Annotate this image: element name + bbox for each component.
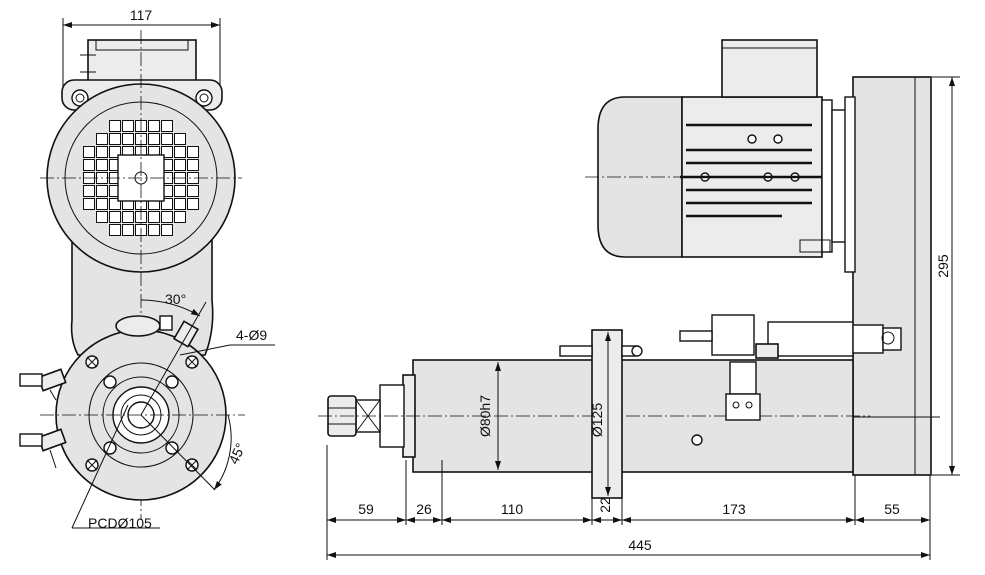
dim-segment-2: 26: [416, 501, 432, 517]
motor-fins: [686, 123, 812, 218]
dim-segment-4: 22: [597, 497, 613, 513]
side-view: 295: [318, 39, 960, 560]
dim-segment-6: 55: [884, 501, 900, 517]
holes-label: 4-Ø9: [236, 327, 267, 343]
dim-segment-3: 110: [501, 501, 524, 517]
total-length-dim: 445: [628, 537, 652, 553]
feed-cylinder: [767, 321, 854, 357]
dim-segment-1: 59: [358, 501, 374, 517]
angle-30-label: 30°: [165, 291, 186, 307]
bottom-dimensions: 59 26 110 22 173 55 445: [326, 445, 931, 560]
flange-diameter-label: Ø125: [589, 403, 605, 437]
spindle-diameter-label: Ø80h7: [477, 395, 493, 437]
gear-housing: [852, 76, 932, 476]
coolant-fittings: [19, 368, 67, 469]
motor-terminal-box-side: [721, 39, 818, 98]
flange-outer-holes: [85, 355, 199, 472]
dim-segment-5: 173: [722, 501, 746, 517]
front-width-dim: 117: [130, 7, 153, 23]
flange-bolt-holes: [103, 375, 179, 455]
angle-45-label: 45°: [225, 441, 248, 467]
front-view: 117: [19, 7, 275, 531]
height-dim: 295: [935, 254, 951, 278]
pcd-label: PCDØ105: [88, 515, 152, 531]
